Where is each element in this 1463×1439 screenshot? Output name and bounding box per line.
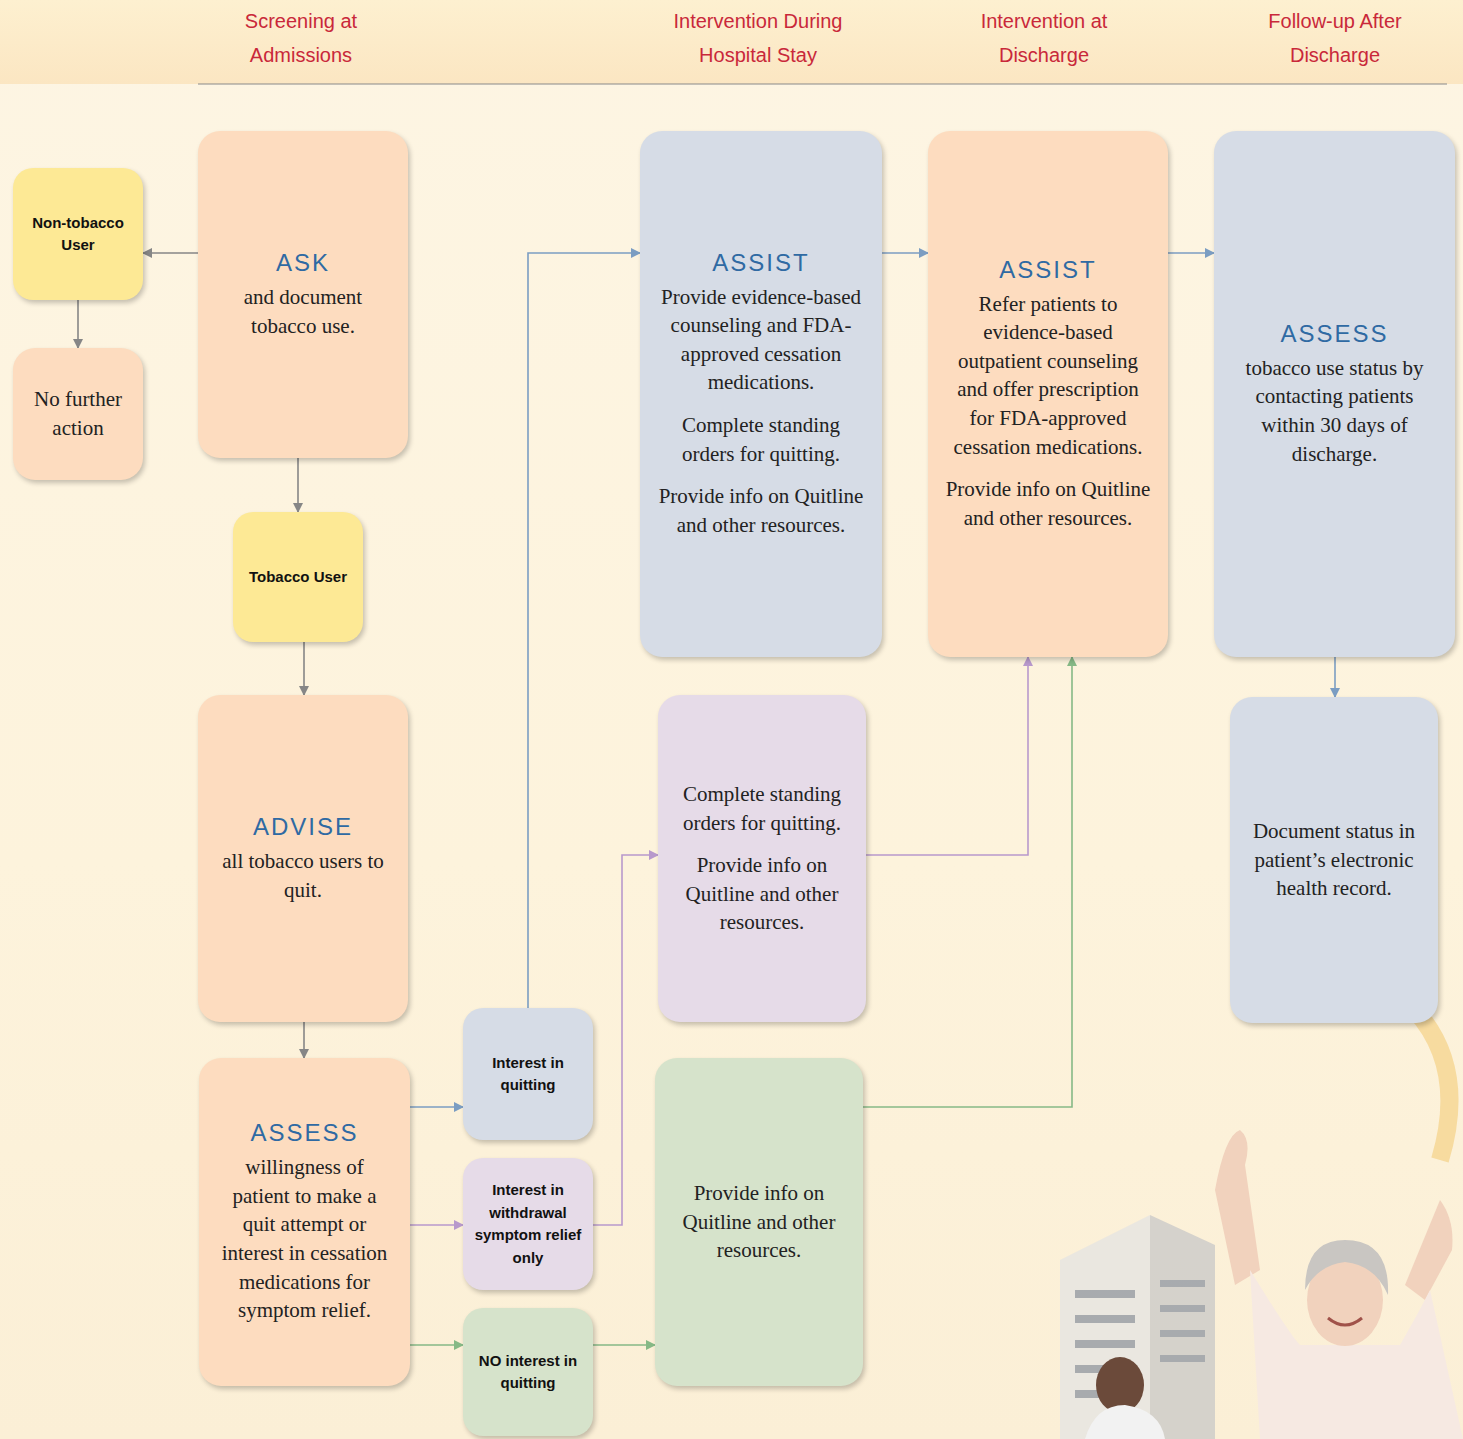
process-box: ASSESS tobacco use status by contacting p… <box>1214 131 1455 657</box>
connector <box>593 1344 655 1346</box>
connector <box>297 458 299 512</box>
column-header: Intervention During Hospital Stay <box>638 4 878 72</box>
node-text: No further action <box>29 385 127 442</box>
connector <box>593 855 658 1225</box>
process-box: ASSIST Provide evidence-based counseling … <box>640 131 882 657</box>
node-text: all tobacco users to quit. <box>214 847 392 904</box>
column-header: Screening at Admissions <box>201 4 401 72</box>
node-content: Tobacco User <box>243 566 353 589</box>
node-content: Interest in withdrawal symptom relief on… <box>473 1179 583 1269</box>
node-text: Document status in patient’s electronic … <box>1246 817 1422 903</box>
connector <box>303 642 305 695</box>
node-content: Interest in quitting <box>473 1052 583 1097</box>
connector <box>528 253 640 1008</box>
node-text: Interest in quitting <box>473 1052 583 1097</box>
node-text: Tobacco User <box>243 566 353 589</box>
node-text: and document tobacco use. <box>214 283 392 340</box>
connector <box>410 1106 463 1108</box>
node-text: Provide info on Quitline and other resou… <box>671 1179 847 1265</box>
process-box: ADVISE all tobacco users to quit. <box>198 695 408 1022</box>
node-content: ASK and document tobacco use. <box>214 249 392 340</box>
node-text: Complete standing orders for quitting. <box>674 780 850 837</box>
node-text: Complete standing orders for quitting. <box>656 411 866 468</box>
process-box: Complete standing orders for quitting. Pr… <box>658 695 866 1022</box>
column-header: Intervention at Discharge <box>944 4 1144 72</box>
woman-figure <box>1215 1130 1463 1439</box>
node-content: ADVISE all tobacco users to quit. <box>214 813 392 904</box>
node-content: No further action <box>29 385 127 442</box>
connector <box>1168 252 1214 254</box>
node-content: ASSESS tobacco use status by contacting p… <box>1230 320 1439 468</box>
process-box: Document status in patient’s electronic … <box>1230 697 1438 1023</box>
node-text: NO interest in quitting <box>473 1350 583 1395</box>
node-text: tobacco use status by contacting patient… <box>1230 354 1439 468</box>
node-text: Non-tobacco User <box>23 212 133 257</box>
node-content: Provide info on Quitline and other resou… <box>671 1179 847 1265</box>
hospital-building <box>1060 1215 1215 1439</box>
node-content: Non-tobacco User <box>23 212 133 257</box>
status-box: Tobacco User <box>233 512 363 642</box>
connector <box>863 657 1072 1107</box>
header-rule <box>198 83 1447 84</box>
node-heading: ASSIST <box>656 249 866 277</box>
node-content: ASSIST Refer patients to evidence-based o… <box>944 256 1152 532</box>
status-box: Non-tobacco User <box>13 168 143 300</box>
node-heading: ASSESS <box>1230 320 1439 348</box>
node-text: Refer patients to evidence-based outpati… <box>944 290 1152 461</box>
swoosh <box>1405 1000 1449 1160</box>
node-heading: ASSESS <box>215 1119 394 1147</box>
connector <box>1334 657 1336 697</box>
decision-box: NO interest in quitting <box>463 1308 593 1436</box>
node-heading: ASK <box>214 249 392 277</box>
node-content: ASSIST Provide evidence-based counseling … <box>656 249 866 539</box>
connector <box>303 1022 305 1058</box>
process-box: ASSIST Refer patients to evidence-based o… <box>928 131 1168 657</box>
nurse-figure <box>1085 1357 1165 1439</box>
connector <box>866 657 1028 855</box>
node-text: Provide evidence-based counseling and FD… <box>656 283 866 397</box>
decision-box: Interest in withdrawal symptom relief on… <box>463 1158 593 1290</box>
node-content: ASSESS willingness of patient to make a q… <box>215 1119 394 1324</box>
connector <box>882 252 928 254</box>
node-content: Complete standing orders for quitting. Pr… <box>674 780 850 937</box>
node-text: Provide info on Quitline and other resou… <box>944 475 1152 532</box>
node-heading: ASSIST <box>944 256 1152 284</box>
connector <box>77 300 79 348</box>
node-text: Interest in withdrawal symptom relief on… <box>473 1179 583 1269</box>
process-box: ASK and document tobacco use. <box>198 131 408 458</box>
process-box: No further action <box>13 348 143 480</box>
decision-box: Interest in quitting <box>463 1008 593 1140</box>
connector <box>410 1224 463 1226</box>
node-content: Document status in patient’s electronic … <box>1246 817 1422 903</box>
node-text: Provide info on Quitline and other resou… <box>674 851 850 937</box>
node-text: Provide info on Quitline and other resou… <box>656 482 866 539</box>
connector <box>143 252 198 254</box>
connector <box>410 1344 463 1346</box>
node-content: NO interest in quitting <box>473 1350 583 1395</box>
node-text: willingness of patient to make a quit at… <box>215 1153 394 1324</box>
process-box: ASSESS willingness of patient to make a q… <box>199 1058 410 1386</box>
column-header: Follow-up After Discharge <box>1235 4 1435 72</box>
node-heading: ADVISE <box>214 813 392 841</box>
process-box: Provide info on Quitline and other resou… <box>655 1058 863 1386</box>
